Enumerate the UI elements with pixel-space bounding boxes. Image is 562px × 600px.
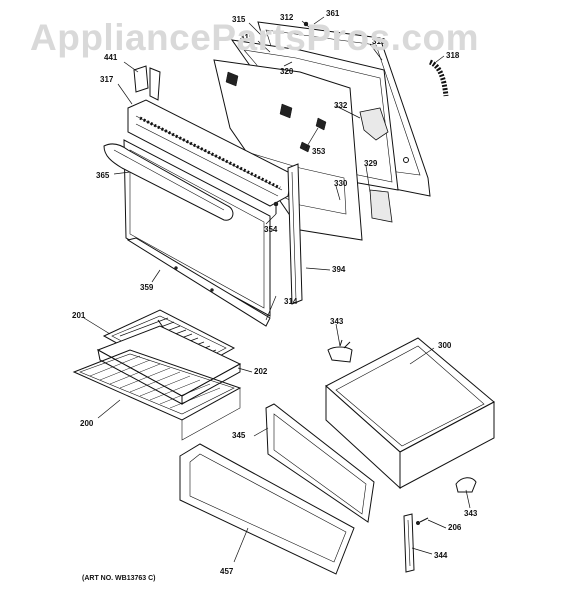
part-label-312: 312 (280, 13, 294, 22)
side-trim-394-part (287, 163, 303, 305)
oven-rack-200-part (72, 349, 242, 441)
door-outer-panel-365-part (103, 139, 271, 317)
part-label-300: 300 (438, 341, 452, 350)
watermark-text: AppliancePartsPros.com (30, 17, 479, 58)
bracket-441-part (133, 65, 161, 101)
art-number-caption: (ART NO. WB13763 C) (82, 575, 156, 582)
drawer-front-457-part (179, 443, 355, 575)
handle-343-upper-part (327, 339, 353, 363)
part-label-343-lower: 343 (464, 509, 478, 518)
part-label-330: 330 (334, 179, 348, 188)
part-label-319: 319 (240, 33, 254, 42)
part-label-316: 316 (372, 37, 386, 46)
part-label-201: 201 (72, 311, 86, 320)
part-label-394: 394 (332, 265, 346, 274)
part-label-359: 359 (140, 283, 154, 292)
part-label-200: 200 (80, 419, 94, 428)
part-label-344: 344 (434, 551, 448, 560)
part-label-315: 315 (232, 15, 246, 24)
part-label-354: 354 (264, 225, 278, 234)
drawer-body-300-part (325, 337, 495, 490)
screw-206-part (415, 517, 429, 526)
part-label-441: 441 (104, 53, 118, 62)
drawer-liner-345-part (265, 403, 375, 523)
door-bottom-trim-359-part (126, 237, 271, 327)
part-label-318: 318 (446, 51, 460, 60)
drawer-slide-344-part (403, 513, 415, 573)
door-inner-panel-assembly (213, 21, 449, 241)
part-label-361: 361 (326, 9, 340, 18)
handle-343-lower-part (455, 477, 477, 493)
part-label-320: 320 (280, 67, 294, 76)
part-label-317: 317 (100, 75, 114, 84)
part-label-343-upper: 343 (330, 317, 344, 326)
part-label-329: 329 (364, 159, 378, 168)
part-label-353: 353 (312, 147, 326, 156)
part-label-206: 206 (448, 523, 462, 532)
part-label-202: 202 (254, 367, 268, 376)
leader-lines (83, 16, 471, 563)
vent-trim-317-part (127, 99, 293, 207)
part-label-332: 332 (334, 101, 348, 110)
screw-354-part (273, 201, 279, 214)
part-label-314: 314 (284, 297, 298, 306)
part-label-365: 365 (96, 171, 110, 180)
part-label-457: 457 (220, 567, 234, 576)
part-label-345: 345 (232, 431, 246, 440)
